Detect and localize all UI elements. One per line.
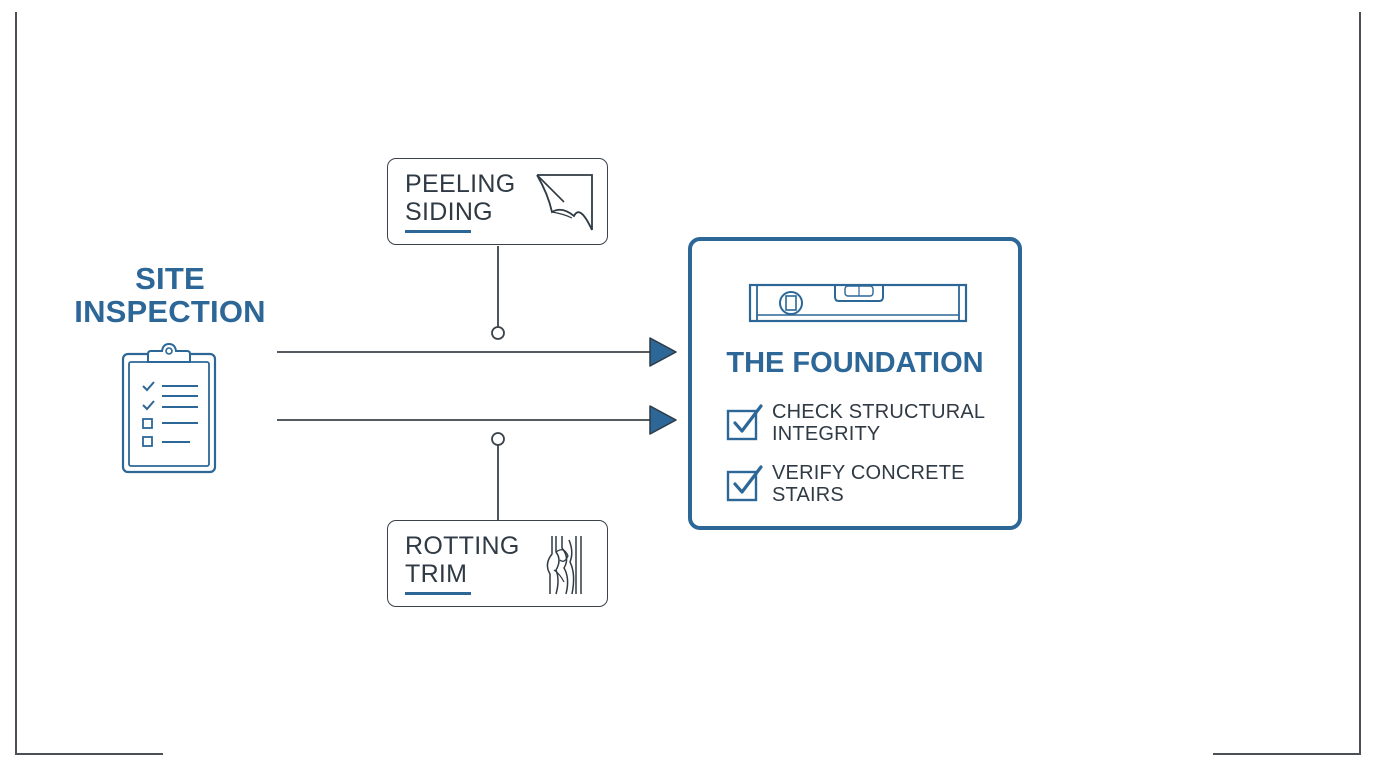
- foundation-panel: THE FOUNDATION CHECK STRUCTURAL INTEGRIT…: [688, 237, 1022, 530]
- rotting-trim-label: ROTTING TRIM: [405, 532, 520, 588]
- check-item-structural-integrity: CHECK STRUCTURAL INTEGRITY: [726, 401, 1006, 451]
- top-issue-node: [491, 326, 505, 340]
- peeling-siding-label: PEELING SIDING: [405, 170, 515, 226]
- check-item-concrete-stairs: VERIFY CONCRETE STAIRS: [726, 462, 1006, 512]
- check-item-label: CHECK STRUCTURAL INTEGRITY: [772, 401, 985, 445]
- bottom-issue-node: [491, 432, 505, 446]
- rotting-trim-underline: [405, 592, 471, 595]
- top-arrowhead: [649, 337, 677, 367]
- site-title-line2: INSPECTION: [74, 294, 266, 329]
- check-item-label: VERIFY CONCRETE STAIRS: [772, 462, 965, 506]
- peeling-siding-line1: PEELING: [405, 170, 516, 198]
- checked-box-icon: [726, 404, 763, 441]
- rotting-trim-line1: ROTTING: [405, 532, 520, 560]
- rotting-trim-line2: TRIM: [405, 560, 468, 588]
- check-item-line1: VERIFY CONCRETE: [772, 462, 965, 484]
- clipboard-checklist-icon: [121, 342, 217, 474]
- site-title-line1: SITE: [135, 261, 205, 296]
- frame-bottom-left-border: [15, 753, 163, 755]
- frame-bottom-right-border: [1213, 753, 1361, 755]
- spirit-level-icon: [748, 283, 968, 323]
- foundation-title: THE FOUNDATION: [726, 347, 984, 379]
- checked-box-icon: [726, 465, 763, 502]
- peeling-siding-line2: SIDING: [405, 198, 493, 226]
- site-inspection-title: SITE INSPECTION: [60, 262, 280, 328]
- check-item-line2: STAIRS: [772, 484, 844, 506]
- peeling-siding-card: PEELING SIDING: [387, 158, 608, 245]
- check-item-line2: INTEGRITY: [772, 423, 881, 445]
- peeling-corner-icon: [536, 174, 593, 231]
- peeling-siding-underline: [405, 230, 471, 233]
- bottom-arrowhead: [649, 405, 677, 435]
- check-item-line1: CHECK STRUCTURAL: [772, 401, 986, 423]
- rotting-wood-icon: [546, 536, 582, 595]
- frame-right-border: [1359, 12, 1361, 755]
- rotting-trim-card: ROTTING TRIM: [387, 520, 608, 607]
- frame-left-border: [15, 12, 17, 755]
